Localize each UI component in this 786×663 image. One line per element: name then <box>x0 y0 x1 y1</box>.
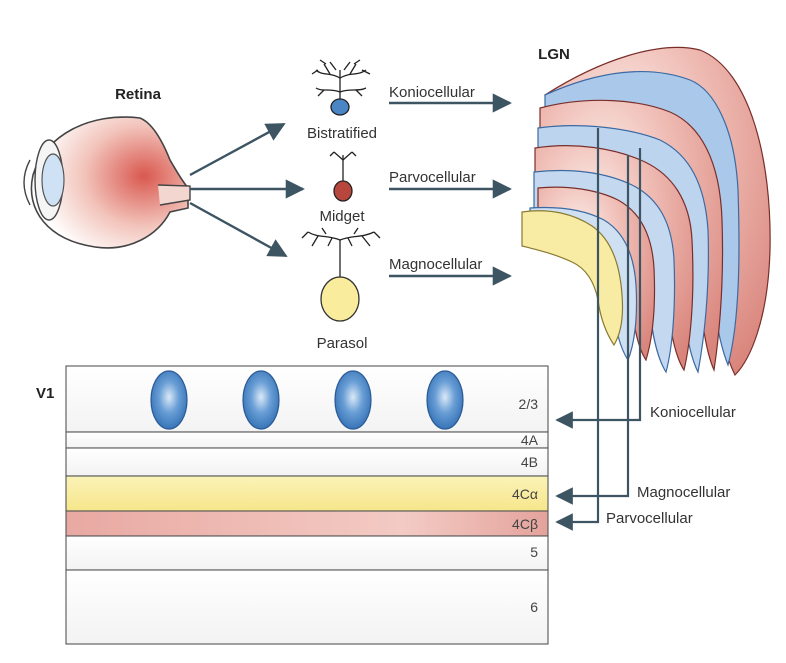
v1-layer-4c-beta <box>65 510 549 537</box>
v1-layer-2-3 <box>65 365 549 433</box>
midget-cell <box>329 151 357 202</box>
bistratified-label: Bistratified <box>307 125 377 142</box>
projection-magnocellular <box>555 155 630 505</box>
blob <box>426 370 464 430</box>
layer-label-4a: 4A <box>521 432 539 448</box>
layer-label-5: 5 <box>530 544 538 560</box>
v1-layer-6 <box>65 569 549 645</box>
layer-label-4c-beta: 4Cβ <box>512 516 538 532</box>
layer-label-4c-alpha: 4Cα <box>512 486 538 502</box>
layer-label-6: 6 <box>530 599 538 615</box>
layer-label-4b: 4B <box>521 454 538 470</box>
v1-layer-labels: 2/3 4A 4B 4Cα 4Cβ 5 6 <box>512 396 539 615</box>
retina-to-lgn-arrows <box>389 93 512 286</box>
v1-label: V1 <box>36 385 54 402</box>
projection-koniocellular <box>555 148 642 429</box>
v1-cortex <box>65 365 549 645</box>
v1-layer-4a <box>65 431 549 449</box>
parasol-cell <box>301 227 381 322</box>
pathway-label-magnocellular: Magnocellular <box>389 256 482 273</box>
lgn-illustration <box>521 46 771 377</box>
v1-layer-4c-alpha <box>65 475 549 512</box>
v1-layer-5 <box>65 535 549 571</box>
v1-cytochrome-blobs <box>150 370 464 430</box>
eye-illustration <box>23 116 191 249</box>
pathway-label-parvocellular: Parvocellular <box>389 169 476 186</box>
bistratified-cell <box>311 59 371 116</box>
parasol-label: Parasol <box>317 335 368 352</box>
v1-input-parvocellular: Parvocellular <box>606 510 693 527</box>
lgn-label: LGN <box>538 46 570 63</box>
blob <box>150 370 188 430</box>
retina-label: Retina <box>115 86 162 103</box>
projection-parvocellular <box>555 128 600 531</box>
blob <box>242 370 280 430</box>
v1-input-koniocellular: Koniocellular <box>650 404 736 421</box>
pathway-label-koniocellular: Koniocellular <box>389 84 475 101</box>
blob <box>334 370 372 430</box>
arrow-to-bistratified <box>189 122 286 177</box>
layer-label-2-3: 2/3 <box>519 396 539 412</box>
midget-label: Midget <box>319 208 365 225</box>
retina-output-arrows <box>189 122 305 258</box>
v1-layer-4b <box>65 447 549 477</box>
lgn-to-v1-projections <box>555 128 642 531</box>
arrow-to-parasol <box>189 201 288 258</box>
v1-input-magnocellular: Magnocellular <box>637 484 730 501</box>
